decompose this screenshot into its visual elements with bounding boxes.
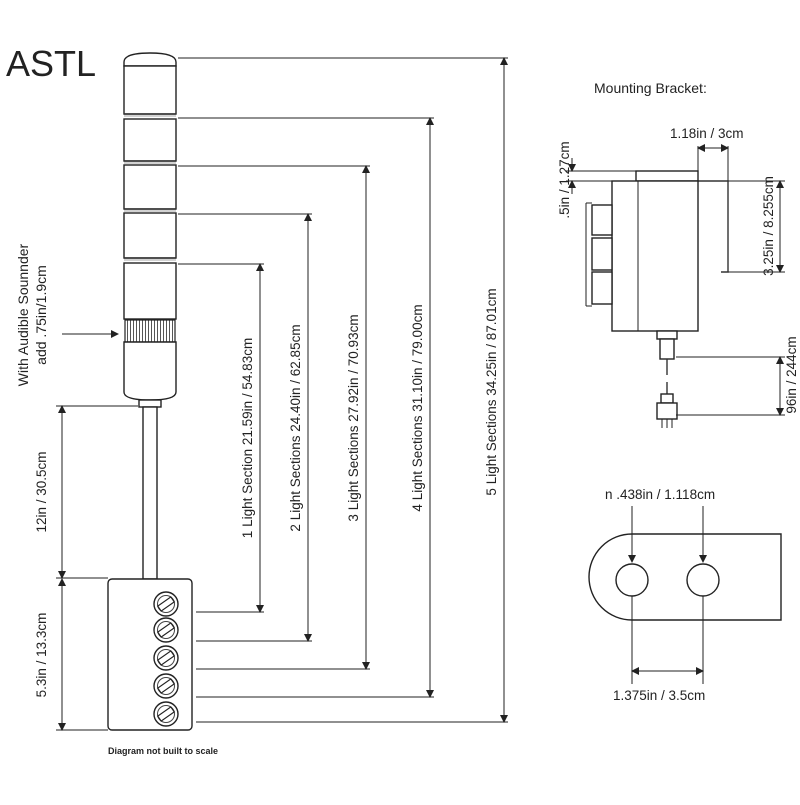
tower-light-stack — [123, 52, 177, 580]
selector-knobs — [153, 591, 179, 727]
mounting-hole-1 — [615, 563, 649, 597]
bracket-housing — [611, 180, 699, 332]
selector-knob-2 — [153, 617, 179, 643]
bracket-top-view: n .438in / 1.118cm 1.375in / 3.5cm — [588, 487, 782, 703]
side-button-1 — [591, 204, 613, 236]
bracket-flange — [698, 180, 729, 273]
bracket-thickness-label: .5in / 1.27cm — [557, 141, 572, 218]
three-light-label: 3 Light Sections 27.92in / 70.93cm — [346, 314, 361, 521]
cable-dimension: 96in / 244cm — [676, 336, 799, 416]
bracket-height-label: 3.25in / 8.255cm — [761, 176, 776, 276]
cable-gland — [656, 330, 678, 340]
four-light-dimension: 4 Light Sections 31.10in / 79.00cm — [178, 117, 434, 698]
five-light-label: 5 Light Sections 34.25in / 87.01cm — [484, 288, 499, 495]
pole-dimension-label: 12in / 30.5cm — [34, 451, 49, 532]
side-button-2 — [591, 237, 613, 271]
pole-dimension: 12in / 30.5cm — [34, 405, 138, 579]
bracket-side-view — [585, 170, 729, 428]
bracket-plate — [588, 533, 782, 621]
one-light-dimension: 1 Light Section 21.59in / 54.83cm — [178, 263, 264, 613]
bracket-height-dimension: 3.25in / 8.255cm — [728, 176, 785, 276]
three-light-dimension: 3 Light Sections 27.92in / 70.93cm — [178, 165, 370, 670]
pole — [142, 406, 158, 580]
mounting-bracket-title: Mounting Bracket: — [594, 80, 707, 96]
plug-head — [656, 402, 678, 420]
audible-note-line-1: With Audible Sounnder — [15, 243, 31, 386]
tower-base — [123, 341, 177, 401]
pole-collar — [138, 399, 162, 408]
bracket-top-plate — [635, 170, 699, 182]
light-section-2 — [123, 212, 177, 259]
control-box — [107, 578, 193, 731]
audible-note: With Audible Sounnder add .75in/1.9cm — [15, 243, 119, 386]
two-light-dimension: 2 Light Sections 24.40in / 62.85cm — [178, 213, 312, 642]
selector-knob-5 — [153, 701, 179, 727]
footnote: Diagram not built to scale — [108, 746, 218, 756]
five-light-dimension: 5 Light Sections 34.25in / 87.01cm — [178, 57, 508, 723]
tower-top-cap — [123, 52, 177, 67]
cable-dimension-label: 96in / 244cm — [784, 336, 799, 413]
control-box-body — [107, 578, 193, 731]
selector-knob-4 — [153, 673, 179, 699]
side-button-3 — [591, 271, 613, 305]
audible-sounder — [124, 319, 176, 343]
hole-spacing-label: 1.375in / 3.5cm — [613, 688, 705, 703]
product-title: ASTL — [6, 43, 96, 84]
bracket-width-label: 1.18in / 3cm — [670, 126, 744, 141]
light-section-4 — [123, 118, 177, 162]
box-dimension-label: 5.3in / 13.3cm — [34, 613, 49, 698]
cable-gland-nut — [659, 338, 675, 360]
light-section-5 — [123, 65, 177, 115]
two-light-label: 2 Light Sections 24.40in / 62.85cm — [288, 324, 303, 531]
bracket-width-dimension: 1.18in / 3cm — [670, 126, 744, 181]
light-section-3 — [123, 164, 177, 210]
selector-knob-3 — [153, 645, 179, 671]
four-light-label: 4 Light Sections 31.10in / 79.00cm — [410, 304, 425, 511]
one-light-label: 1 Light Section 21.59in / 54.83cm — [240, 338, 255, 538]
selector-knob-1 — [153, 591, 179, 617]
audible-note-line-2: add .75in/1.9cm — [33, 265, 49, 365]
mounting-hole-2 — [686, 563, 720, 597]
hole-diameter-label: n .438in / 1.118cm — [605, 487, 715, 502]
box-dimension: 5.3in / 13.3cm — [34, 578, 108, 731]
bracket-thickness-dimension: .5in / 1.27cm — [557, 141, 636, 219]
plug-body — [660, 393, 674, 404]
light-section-1 — [123, 262, 177, 320]
